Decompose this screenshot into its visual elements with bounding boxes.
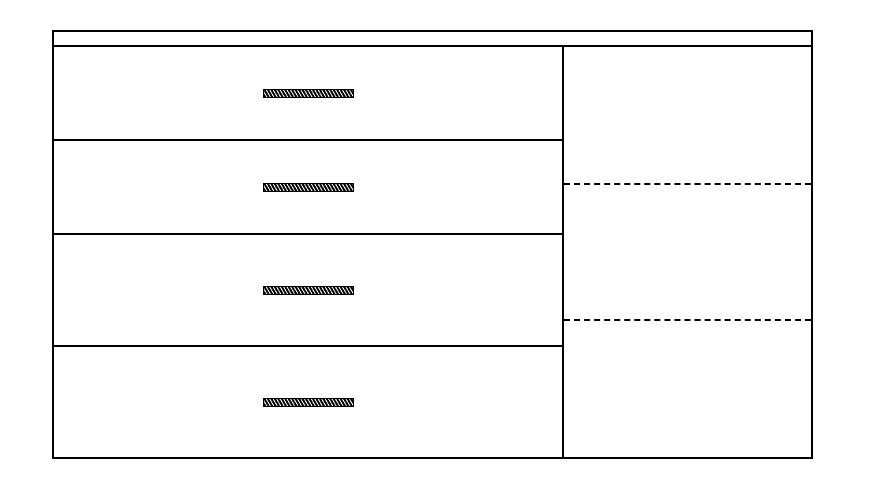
row-3-label <box>262 285 354 295</box>
diagram-frame <box>52 30 813 459</box>
top-strip <box>54 32 811 47</box>
dashed-divider-2 <box>564 319 811 321</box>
row-4 <box>54 347 562 457</box>
row-3 <box>54 235 562 347</box>
row-1 <box>54 47 562 141</box>
dashed-divider-1 <box>564 183 811 185</box>
right-panel <box>564 47 811 457</box>
row-2 <box>54 141 562 235</box>
row-4-label <box>262 397 354 407</box>
left-column <box>54 47 562 457</box>
row-2-label <box>262 182 354 192</box>
row-1-label <box>262 88 354 98</box>
vertical-divider <box>562 47 564 457</box>
